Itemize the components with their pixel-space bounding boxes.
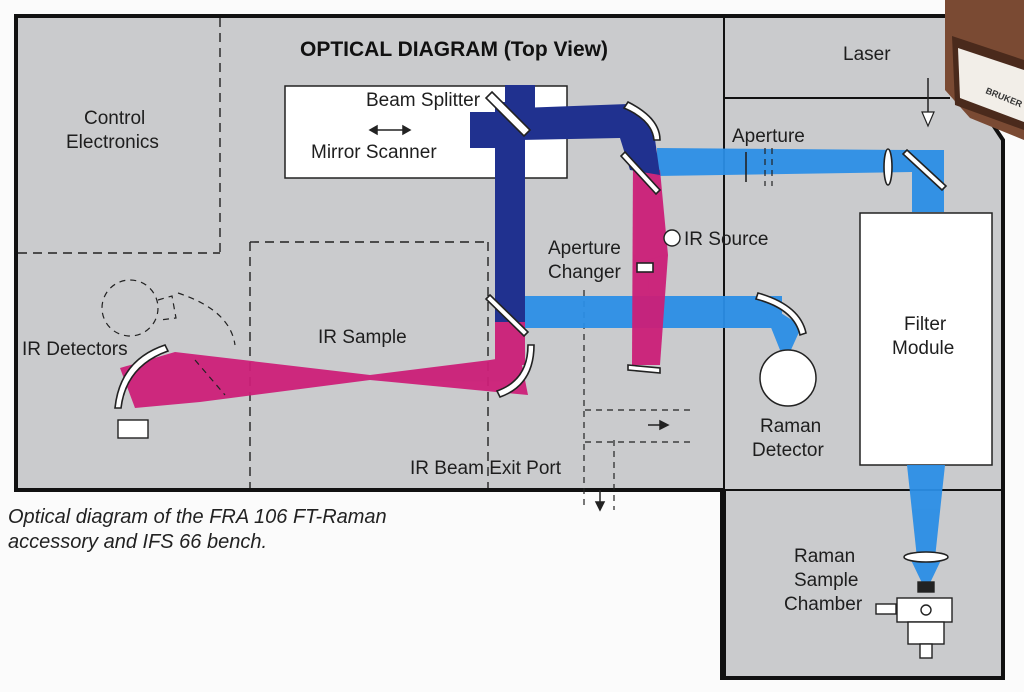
laser-arrow bbox=[921, 78, 935, 128]
aperture-elements bbox=[636, 148, 949, 563]
motion-arrows bbox=[368, 124, 670, 512]
label-ir-detectors: IR Detectors bbox=[22, 339, 128, 360]
label-laser: Laser bbox=[843, 44, 891, 65]
label-raman-sample-1: Raman bbox=[794, 546, 855, 567]
mirrors bbox=[114, 90, 948, 409]
raman-sample-chamber-icon bbox=[875, 581, 953, 659]
ir-source-icon bbox=[663, 229, 681, 247]
raman-detector-icon bbox=[759, 349, 817, 407]
label-aperture-changer-2: Changer bbox=[548, 262, 622, 283]
label-raman-sample-3: Chamber bbox=[784, 594, 863, 615]
label-raman-sample-2: Sample bbox=[794, 570, 858, 591]
label-ir-beam-exit-port: IR Beam Exit Port bbox=[410, 458, 562, 479]
ir-detector-base-icon bbox=[117, 419, 149, 439]
label-control: Control bbox=[84, 108, 145, 129]
caption-line-2: accessory and IFS 66 bench. bbox=[8, 531, 268, 553]
label-ir-sample: IR Sample bbox=[318, 327, 407, 348]
label-mirror-scanner: Mirror Scanner bbox=[311, 142, 437, 163]
label-filter: Filter bbox=[904, 314, 947, 335]
diagram-title: OPTICAL DIAGRAM (Top View) bbox=[300, 38, 608, 61]
caption-line-1: Optical diagram of the FRA 106 FT-Raman bbox=[8, 506, 387, 528]
filter-module-box bbox=[859, 212, 993, 466]
combined-beam bbox=[470, 85, 660, 322]
label-aperture: Aperture bbox=[732, 126, 805, 147]
bruker-product-box: BRUKER bbox=[945, 0, 1024, 140]
label-raman-detector-1: Raman bbox=[760, 416, 821, 437]
label-aperture-changer-1: Aperture bbox=[548, 238, 621, 259]
label-module: Module bbox=[892, 338, 954, 359]
figure-caption: Optical diagram of the FRA 106 FT-Raman … bbox=[8, 505, 478, 555]
label-raman-detector-2: Detector bbox=[752, 440, 824, 461]
label-electronics: Electronics bbox=[66, 132, 159, 153]
label-ir-source: IR Source bbox=[684, 229, 768, 250]
raman-beam bbox=[520, 148, 945, 583]
ir-detector-dashed-icon bbox=[101, 279, 236, 396]
label-beam-splitter: Beam Splitter bbox=[366, 90, 481, 111]
